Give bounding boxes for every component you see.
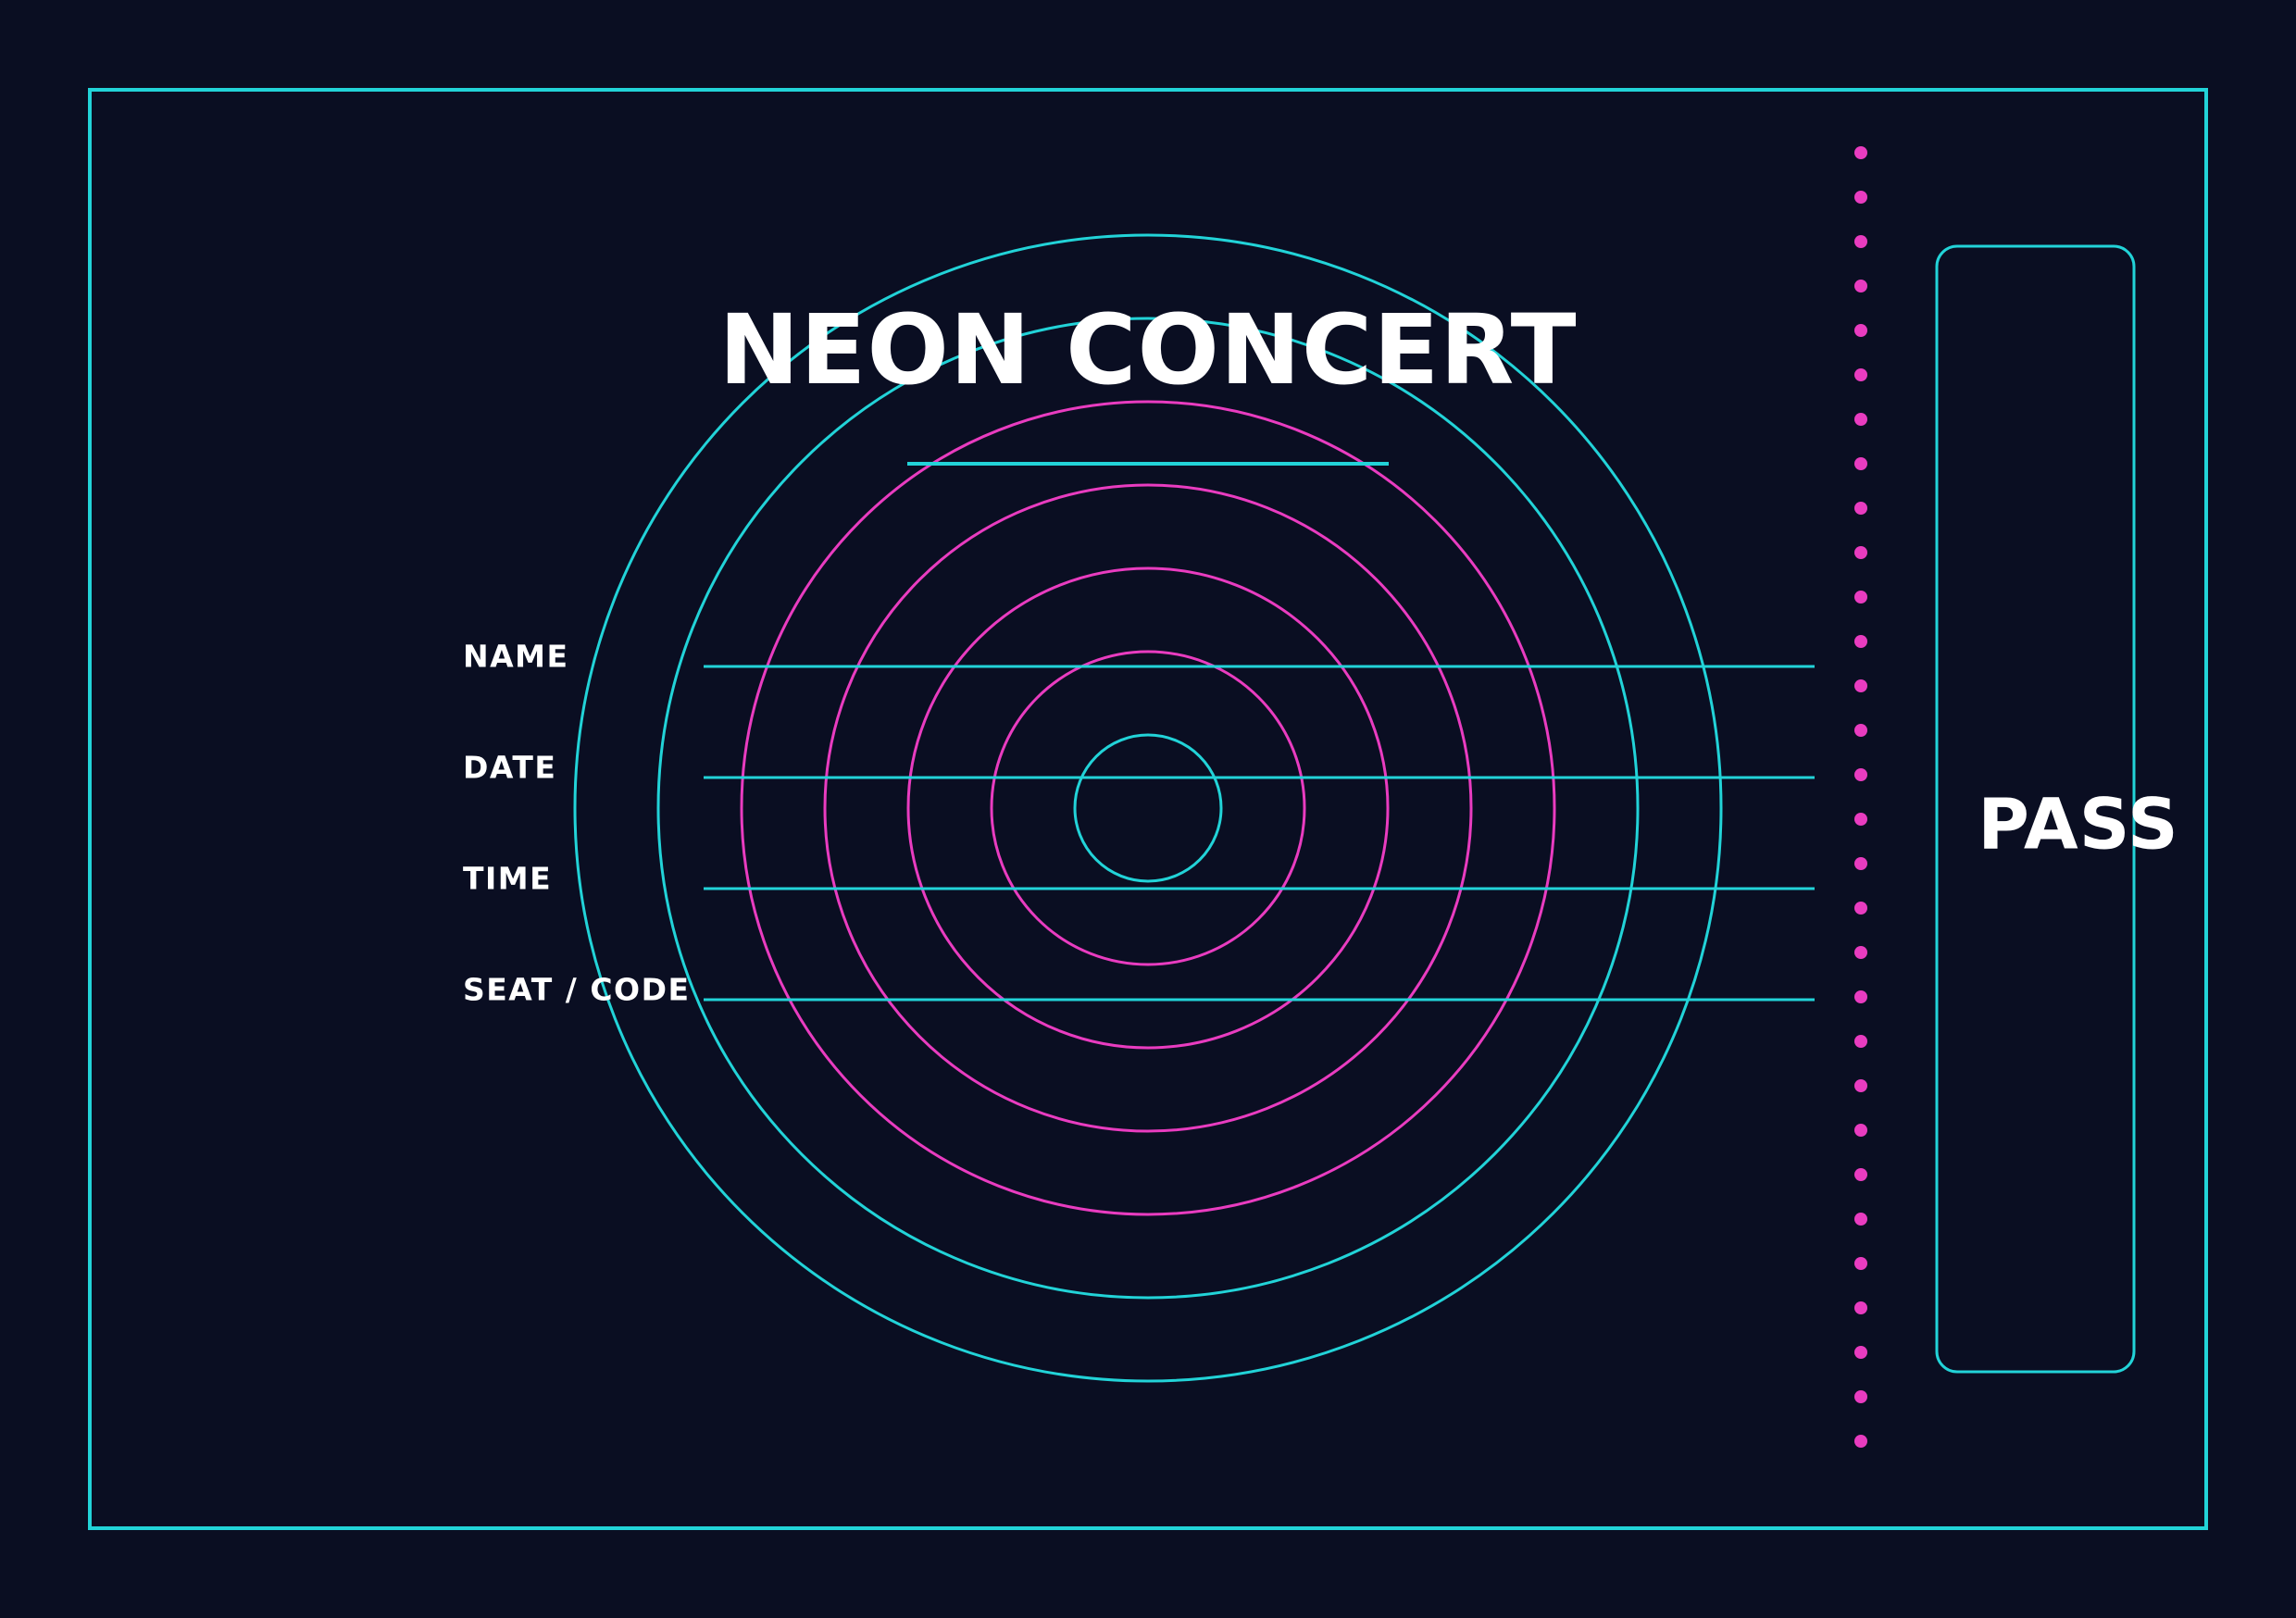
ticket-title: NEON CONCERT [718,293,1578,406]
perforation-dot [1854,857,1867,870]
perforation-dot [1854,1035,1867,1048]
stub-box [1935,244,2136,1374]
perforation-dot [1854,1168,1867,1181]
perforation-dot [1854,1124,1867,1137]
perforation-line [1854,146,1867,1448]
perforation-dot [1854,902,1867,915]
perforation-dot [1854,546,1867,559]
stub-pass-label: PASS [1978,782,2179,865]
circle-ring [906,566,1390,1050]
perforation-dot [1854,591,1867,604]
perforation-dot [1854,946,1867,959]
perforation-dot [1854,324,1867,337]
field-label-seat-code: SEAT / CODE [463,971,691,1008]
field-label-time: TIME [463,860,553,897]
circle-ring [823,483,1473,1133]
circle-ring [740,400,1556,1216]
perforation-dot [1854,1346,1867,1359]
perforation-dot [1854,813,1867,826]
perforation-dot [1854,146,1867,159]
perforation-dot [1854,635,1867,648]
perforation-dot [1854,1390,1867,1403]
ticket-border [88,88,2208,1530]
perforation-dot [1854,1079,1867,1092]
perforation-dot [1854,990,1867,1003]
perforation-dot [1854,235,1867,248]
perforation-dot [1854,1257,1867,1270]
perforation-dot [1854,768,1867,781]
perforation-dot [1854,502,1867,515]
perforation-dot [1854,368,1867,381]
perforation-dot [1854,1213,1867,1226]
perforation-dot [1854,191,1867,204]
field-label-name: NAME [463,638,569,675]
perforation-dot [1854,1435,1867,1448]
perforation-dot [1854,413,1867,426]
field-label-date: DATE [463,749,557,786]
perforation-dot [1854,679,1867,692]
perforation-dot [1854,724,1867,737]
circle-ring-outer [573,233,1723,1383]
perforation-dot [1854,457,1867,470]
circle-ring-inner [1073,733,1223,883]
perforation-dot [1854,1301,1867,1314]
circle-ring [990,650,1306,966]
circle-ring [656,317,1640,1300]
perforation-dot [1854,280,1867,292]
concentric-circles [573,233,1723,1383]
